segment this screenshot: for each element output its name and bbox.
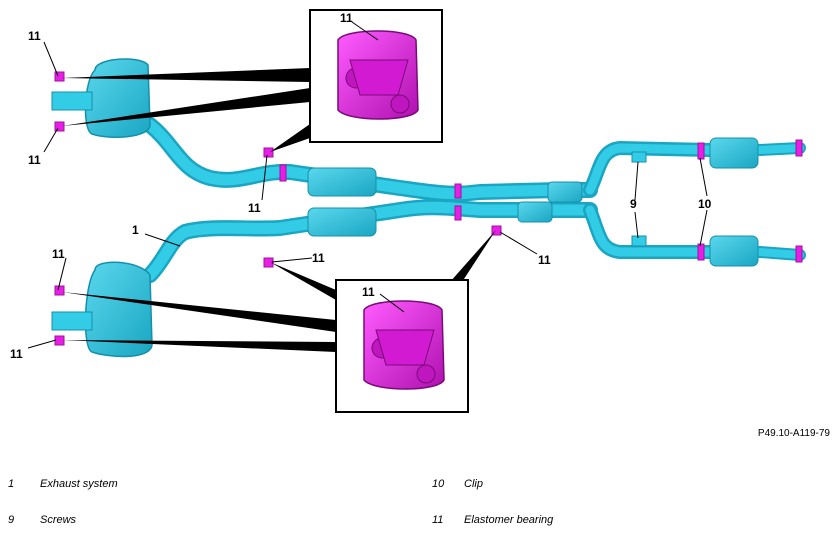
exhaust-system-diagram: 11 11 11 1 11 11 11 11 9 10 11 11 (10, 9, 806, 413)
callout-11-detail: 11 (362, 285, 375, 299)
legend-label: Screws (40, 514, 77, 526)
front-catalysts (517, 137, 759, 267)
callout-10: 10 (698, 197, 712, 211)
center-mufflers (307, 167, 377, 237)
figure-reference-code: P49.10-A119-79 (757, 428, 830, 439)
callout-11: 11 (52, 247, 65, 261)
bearing-closeup-lower (363, 300, 445, 390)
detail-box-lower (335, 279, 469, 413)
callout-11: 11 (248, 201, 261, 215)
callout-11: 11 (312, 251, 325, 265)
legend-label: Exhaust system (40, 478, 118, 490)
detail-wedges (62, 68, 496, 352)
legend-number: 11 (432, 514, 444, 526)
legend-item: 9 Screws (8, 514, 76, 526)
upper-exhaust-line (142, 117, 806, 202)
legend-label: Clip (464, 478, 483, 490)
clips (279, 139, 803, 263)
legend-label: Elastomer bearing (464, 514, 554, 526)
legend-number: 9 (8, 514, 15, 526)
callout-9: 9 (630, 197, 637, 211)
lower-rear-muffler (51, 261, 153, 358)
legend-item: 11 Elastomer bearing (432, 514, 553, 526)
callout-11-detail: 11 (340, 11, 353, 25)
callout-11: 11 (28, 153, 41, 167)
callout-1: 1 (132, 223, 139, 237)
detail-box-upper (309, 9, 443, 143)
callouts: 11 11 11 1 11 11 11 11 9 10 11 11 (10, 11, 712, 361)
legend-item: 1 Exhaust system (8, 478, 118, 490)
elastomer-bearings (54, 71, 502, 346)
legend-number: 10 (432, 478, 445, 490)
legend-item: 10 Clip (432, 478, 483, 490)
callout-11: 11 (28, 29, 41, 43)
callout-11: 11 (538, 253, 551, 267)
leader-lines (27, 21, 708, 349)
legend-number: 1 (8, 478, 15, 490)
callout-11: 11 (10, 347, 23, 361)
screw-brackets (631, 151, 647, 247)
lower-exhaust-line (142, 199, 806, 283)
bearing-closeup-upper (337, 30, 419, 120)
